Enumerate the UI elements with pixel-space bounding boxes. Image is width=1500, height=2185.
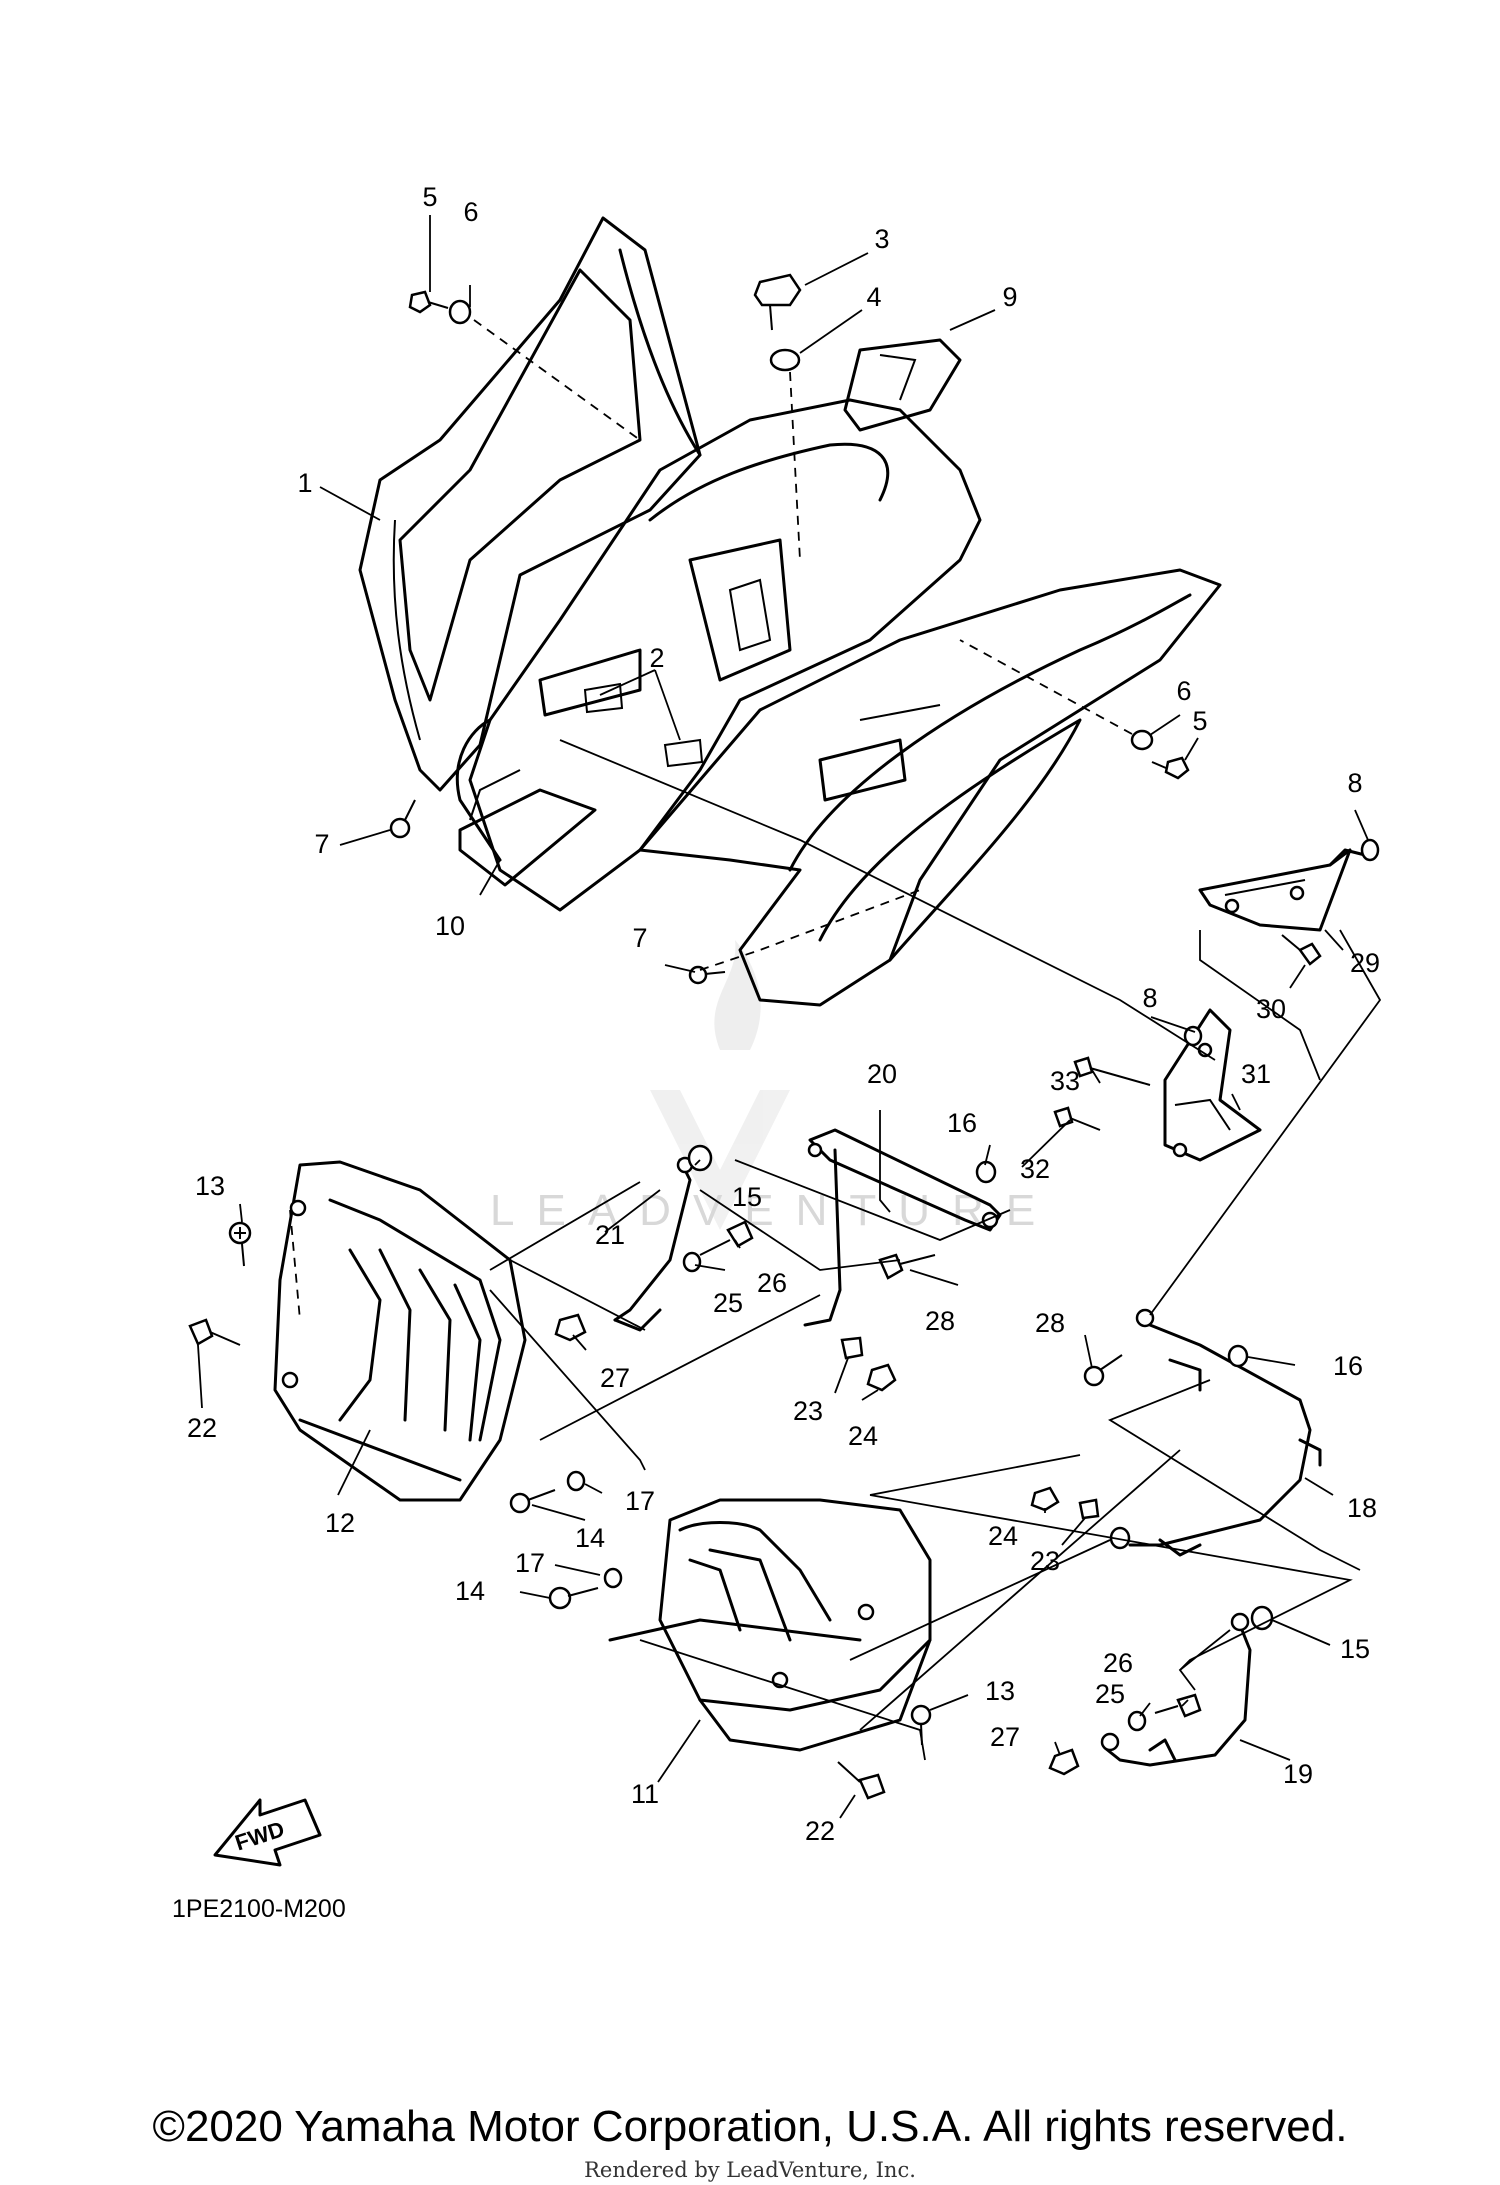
callout-7-left: 7 bbox=[314, 829, 329, 859]
washer-25-right bbox=[1127, 1710, 1147, 1732]
callout-25-right: 25 bbox=[1095, 1679, 1125, 1709]
bolt-28-right bbox=[1083, 1354, 1123, 1387]
callout-5-top: 5 bbox=[422, 182, 437, 212]
collar-6-right bbox=[1130, 729, 1154, 751]
callout-2: 2 bbox=[649, 643, 664, 673]
callout-24-top: 24 bbox=[848, 1421, 878, 1451]
callout-7-lower: 7 bbox=[632, 923, 647, 953]
bracket-29 bbox=[1198, 848, 1367, 932]
nut-24-top bbox=[866, 1363, 897, 1392]
callout-19: 19 bbox=[1283, 1759, 1313, 1789]
bolt-26-right bbox=[1154, 1693, 1202, 1718]
callout-28-top: 28 bbox=[925, 1306, 955, 1336]
callout-22-left: 22 bbox=[187, 1413, 217, 1443]
bolt-32 bbox=[1053, 1106, 1101, 1131]
nut-27-top bbox=[554, 1313, 587, 1342]
washer-25-top bbox=[682, 1251, 702, 1273]
screw-7-left bbox=[389, 799, 416, 839]
callout-33: 33 bbox=[1050, 1066, 1080, 1096]
bolt-5-top bbox=[408, 290, 449, 314]
callout-10: 10 bbox=[435, 911, 465, 941]
callout-12: 12 bbox=[325, 1508, 355, 1538]
callout-26-right: 26 bbox=[1103, 1648, 1133, 1678]
callout-1: 1 bbox=[297, 468, 312, 498]
nut-8-top bbox=[1360, 838, 1380, 862]
callout-26-top: 26 bbox=[757, 1268, 787, 1298]
footrest-guard-11 bbox=[608, 1498, 932, 1752]
watermark-text: LEADVENTURE bbox=[490, 1186, 1057, 1235]
nut-16-top bbox=[975, 1160, 997, 1184]
callout-20: 20 bbox=[867, 1059, 897, 1089]
nut-24-right bbox=[1030, 1486, 1060, 1512]
nut-16-right bbox=[1227, 1344, 1249, 1368]
collar-15-top bbox=[687, 1144, 713, 1172]
stay-21 bbox=[613, 1156, 694, 1332]
callout-15-top: 15 bbox=[732, 1182, 762, 1212]
bolt-33 bbox=[1073, 1056, 1151, 1086]
callout-14-lower: 14 bbox=[455, 1576, 485, 1606]
callout-6-right: 6 bbox=[1176, 676, 1191, 706]
bolt-22-left bbox=[188, 1318, 241, 1346]
rendered-by-notice: Rendered by LeadVenture, Inc. bbox=[584, 2158, 916, 2182]
copyright-notice: ©2020 Yamaha Motor Corporation, U.S.A. A… bbox=[152, 2102, 1348, 2151]
callout-17-upper: 17 bbox=[625, 1486, 655, 1516]
callout-25-top: 25 bbox=[713, 1288, 743, 1318]
bolt-30 bbox=[1281, 934, 1322, 966]
collar-15-right bbox=[1250, 1605, 1274, 1631]
bolt-3 bbox=[753, 273, 802, 331]
callout-17-lower: 17 bbox=[515, 1548, 545, 1578]
bracket-31 bbox=[1163, 1008, 1262, 1162]
callout-28-right: 28 bbox=[1035, 1308, 1065, 1338]
nut-8-mid bbox=[1183, 1025, 1203, 1047]
callout-13-left: 13 bbox=[195, 1171, 225, 1201]
forward-arrow-icon: FWD bbox=[213, 1798, 322, 1867]
callout-22-right: 22 bbox=[805, 1816, 835, 1846]
callout-14-upper: 14 bbox=[575, 1523, 605, 1553]
callout-8-mid: 8 bbox=[1142, 983, 1157, 1013]
callout-32: 32 bbox=[1020, 1154, 1050, 1184]
callout-3: 3 bbox=[874, 224, 889, 254]
bolt-14-upper bbox=[509, 1489, 556, 1514]
callout-30: 30 bbox=[1256, 994, 1286, 1024]
callout-5-right: 5 bbox=[1192, 706, 1207, 736]
callout-9: 9 bbox=[1002, 282, 1017, 312]
watermark-logo bbox=[650, 940, 790, 1230]
bolt-14-lower bbox=[548, 1586, 599, 1610]
callout-16-top: 16 bbox=[947, 1108, 977, 1138]
collar-23-top bbox=[840, 1336, 864, 1360]
footrest-guard-12 bbox=[273, 1160, 527, 1502]
bolt-22-right bbox=[837, 1761, 886, 1800]
screw-7-lower bbox=[688, 965, 726, 985]
stay-19 bbox=[1100, 1612, 1252, 1767]
callout-27-right: 27 bbox=[990, 1722, 1020, 1752]
callout-18: 18 bbox=[1347, 1493, 1377, 1523]
callout-4: 4 bbox=[866, 282, 881, 312]
screw-13-left bbox=[228, 1221, 252, 1267]
callout-23-top: 23 bbox=[793, 1396, 823, 1426]
callout-16-right: 16 bbox=[1333, 1351, 1363, 1381]
callout-27-top: 27 bbox=[600, 1363, 630, 1393]
callout-21: 21 bbox=[595, 1220, 625, 1250]
callout-6-top: 6 bbox=[463, 197, 478, 227]
callout-8-top: 8 bbox=[1347, 768, 1362, 798]
bolt-5-right bbox=[1151, 756, 1190, 780]
washer-17-upper bbox=[566, 1470, 586, 1492]
rear-fender bbox=[358, 216, 1222, 1007]
diagram-code: 1PE2100-M200 bbox=[172, 1895, 346, 1923]
grommet-4 bbox=[769, 348, 801, 372]
callout-13-right: 13 bbox=[985, 1676, 1015, 1706]
washer-17-lower bbox=[603, 1567, 623, 1589]
callout-15-right: 15 bbox=[1340, 1634, 1370, 1664]
callout-31: 31 bbox=[1241, 1059, 1271, 1089]
collar-6-top bbox=[448, 299, 472, 325]
nut-27-right bbox=[1048, 1748, 1080, 1776]
collar-23-right bbox=[1078, 1498, 1100, 1520]
callout-23-right: 23 bbox=[1030, 1546, 1060, 1576]
stay-18 bbox=[1128, 1308, 1322, 1557]
callout-11: 11 bbox=[631, 1779, 659, 1809]
callout-24-right: 24 bbox=[988, 1521, 1018, 1551]
callout-29: 29 bbox=[1350, 948, 1380, 978]
